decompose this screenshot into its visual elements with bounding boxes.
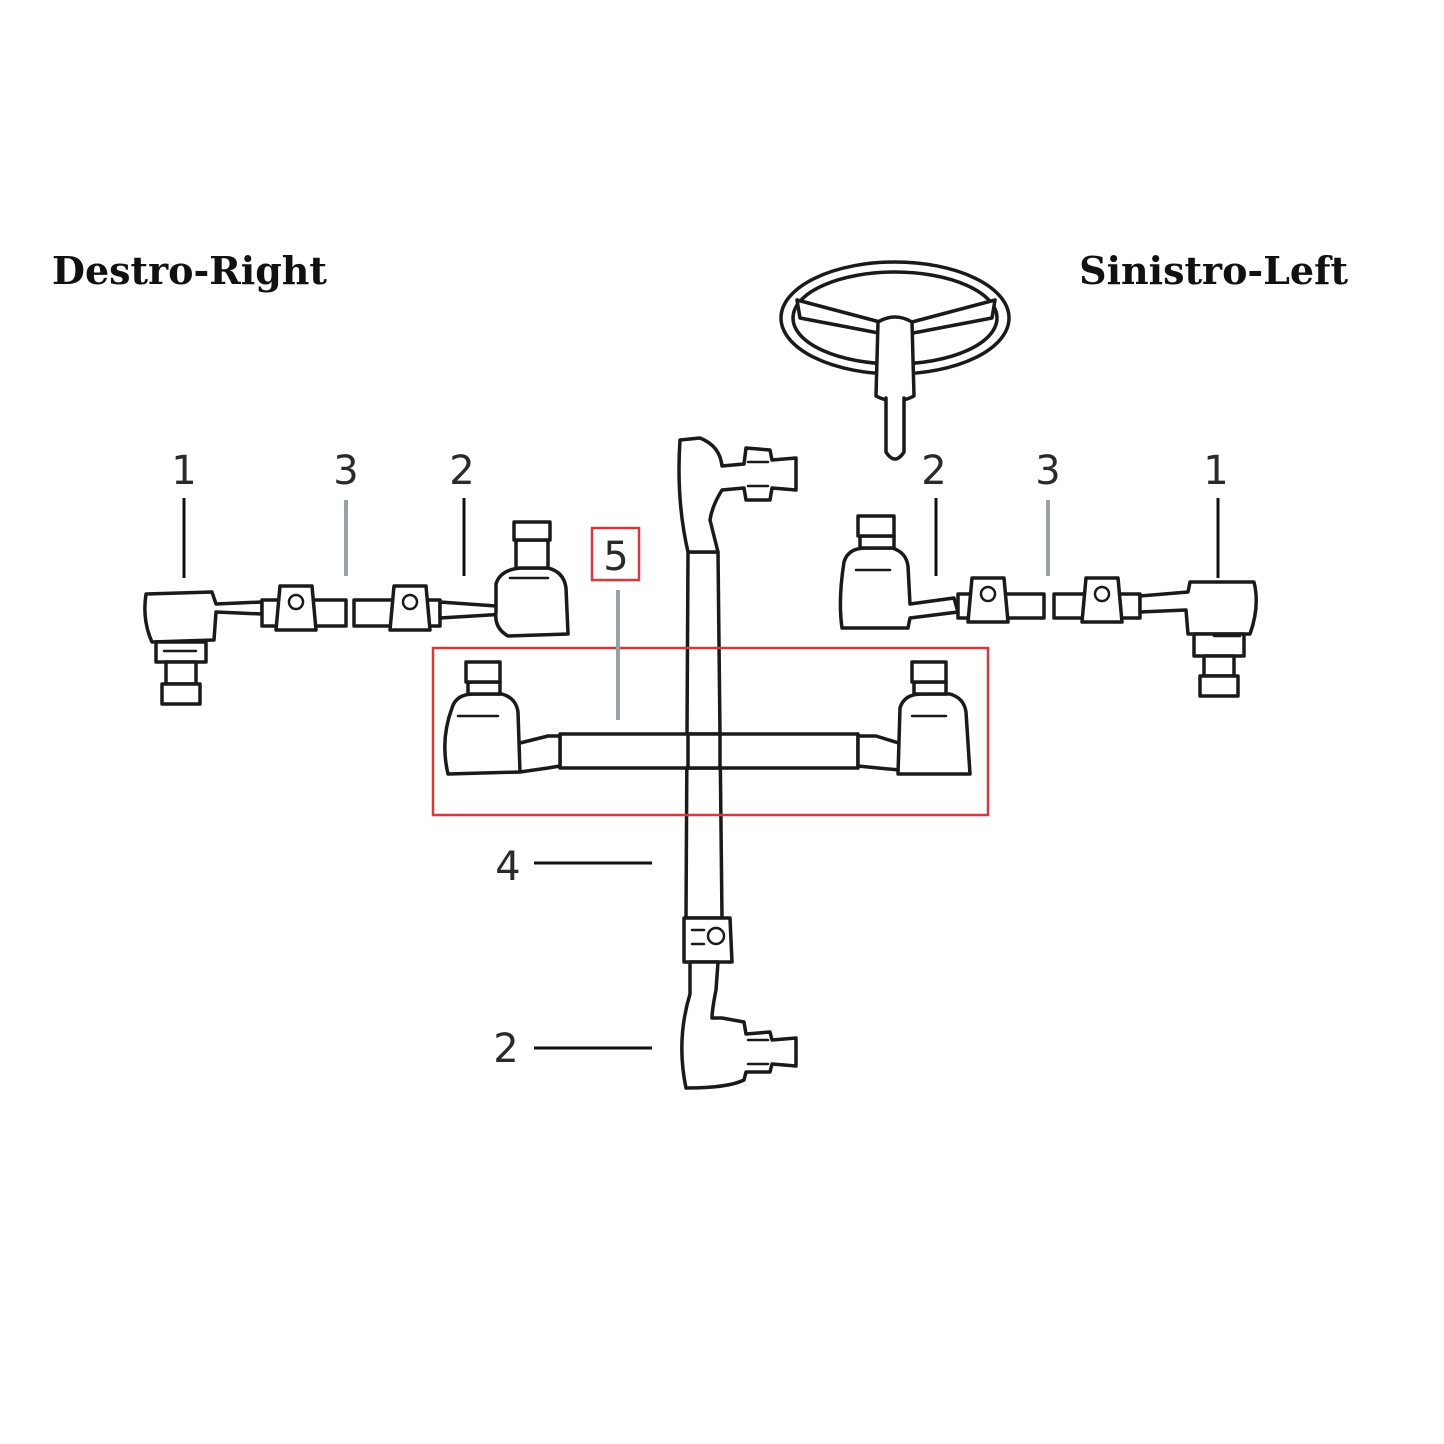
callout-left-adjusting-sleeve: 3 <box>1035 448 1060 494</box>
center-tie-rod-end-left <box>443 660 562 776</box>
highlight-frame-tie-rod-assembly <box>431 646 990 817</box>
drag-link <box>677 436 798 920</box>
center-tie-rod-end-right <box>856 660 972 776</box>
right-inner-tie-rod-end <box>438 520 570 638</box>
right-adjusting-sleeve <box>260 584 442 632</box>
drag-link-end <box>680 960 798 1090</box>
callout-right-outer-tie-rod-end: 1 <box>171 448 196 494</box>
right-outer-tie-rod-end <box>143 590 264 706</box>
callout-left-inner-tie-rod-end: 2 <box>921 448 946 494</box>
drag-link-clamp <box>682 916 734 964</box>
callout-center-tie-rod-assembly: 5 <box>603 534 628 580</box>
left-adjusting-sleeve <box>956 576 1142 624</box>
center-tie-rod <box>558 732 860 770</box>
title-right-side: Destro-Right <box>52 248 327 293</box>
callout-right-adjusting-sleeve: 3 <box>333 448 358 494</box>
callout-drag-link-end: 2 <box>493 1026 518 1072</box>
highlight-frame-callout-5 <box>590 526 641 582</box>
title-left-side: Sinistro-Left <box>1079 248 1348 293</box>
callout-drag-link: 4 <box>495 844 520 890</box>
left-outer-tie-rod-end <box>1138 580 1258 698</box>
callout-left-outer-tie-rod-end: 1 <box>1203 448 1228 494</box>
callout-right-inner-tie-rod-end: 2 <box>449 448 474 494</box>
left-inner-tie-rod-end <box>838 514 960 630</box>
steering-wheel <box>779 260 1011 461</box>
